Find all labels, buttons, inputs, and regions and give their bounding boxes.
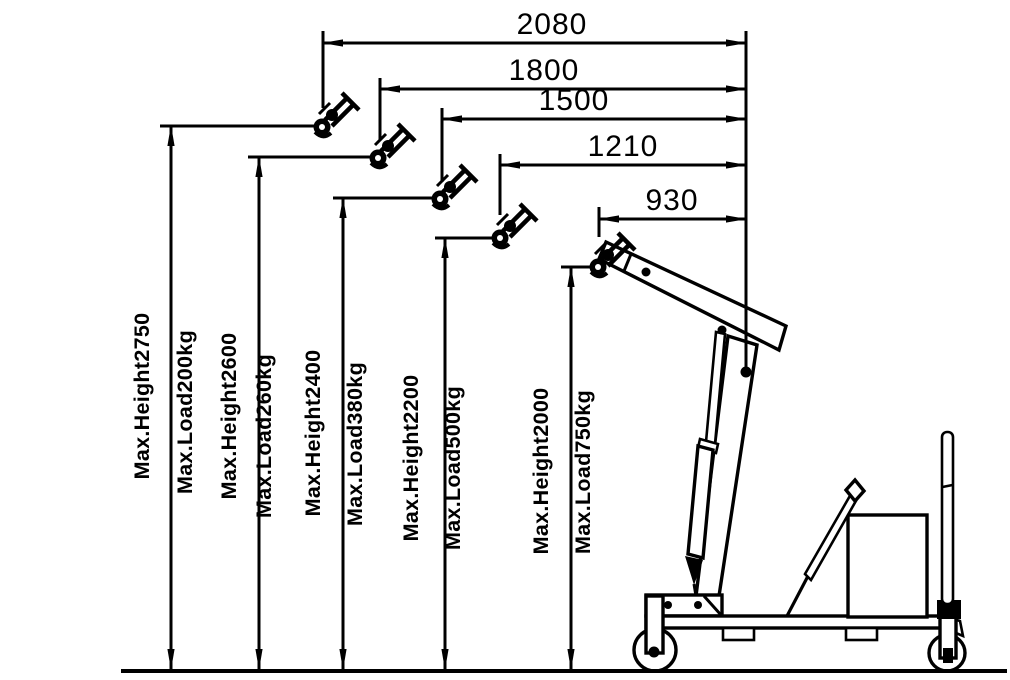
crane-drawing [596, 239, 967, 673]
dim-height-4 [435, 236, 492, 670]
dim-reach-4: 1210 [498, 130, 747, 215]
dim-height-3 [333, 196, 432, 670]
dim-reach-1: 2080 [321, 8, 747, 108]
max-height-label-1: Max.Height2750 [130, 313, 154, 480]
hook-position-2 [370, 124, 416, 167]
dim-reach-5: 930 [597, 184, 747, 237]
max-load-label-2: Max.Load260kg [252, 354, 276, 518]
dim-height-5 [561, 265, 590, 670]
boom-bolt [641, 267, 651, 277]
hook-position-3 [432, 165, 478, 208]
dim-label-2080: 2080 [517, 8, 588, 41]
max-load-label-3: Max.Load380kg [343, 362, 367, 526]
max-load-label-1: Max.Load200kg [173, 330, 197, 494]
crane-boom [596, 239, 789, 353]
dim-height-1 [160, 124, 314, 670]
crane-body-box [846, 513, 929, 619]
reach-dimensions: 2080 1800 1500 1210 930 [321, 8, 748, 372]
max-height-label-4: Max.Height2200 [399, 375, 423, 542]
cylinder-boom-bolt [717, 325, 727, 335]
dim-label-1210: 1210 [588, 130, 659, 163]
dim-reach-2: 1800 [378, 54, 747, 140]
dim-reach-3: 1500 [440, 84, 747, 182]
max-height-label-3: Max.Height2400 [301, 350, 325, 517]
dim-height-2 [248, 155, 370, 670]
base-foot [721, 626, 756, 642]
height-dimensions [160, 124, 590, 670]
base-foot [844, 626, 879, 642]
pump-handle-grip [843, 477, 867, 504]
max-load-label-5: Max.Load750kg [571, 390, 595, 554]
front-wheel [632, 594, 678, 673]
dim-label-1500: 1500 [539, 84, 610, 117]
max-load-label-4: Max.Load500kg [441, 386, 465, 550]
max-height-label-5: Max.Height2000 [529, 388, 553, 555]
steering-handle [940, 430, 955, 606]
pump-handle [785, 477, 867, 617]
max-height-label-2: Max.Height2600 [217, 333, 241, 500]
hook-position-4 [492, 204, 538, 247]
hydraulic-cylinder [685, 330, 727, 597]
dim-label-1800: 1800 [509, 54, 580, 87]
hook-position-1 [314, 93, 360, 136]
dim-label-930: 930 [645, 184, 698, 217]
spec-labels: Max.Height2750 Max.Load200kg Max.Height2… [130, 313, 595, 555]
handle-clamp [937, 600, 961, 619]
